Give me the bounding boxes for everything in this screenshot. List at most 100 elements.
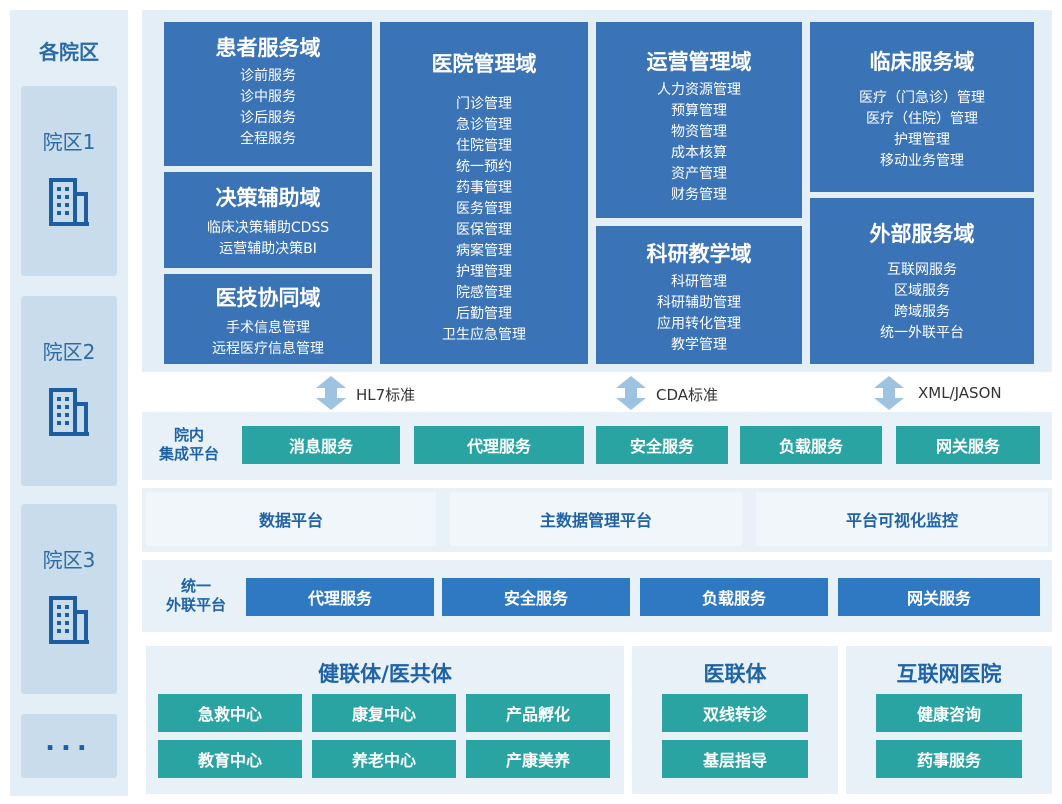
standard-label: CDA标准 <box>656 386 719 404</box>
panel-title: 医联体 <box>703 662 767 686</box>
domain-title: 患者服务域 <box>215 36 321 60</box>
domain-item: 区域服务 <box>894 283 950 299</box>
domain-item: 护理管理 <box>456 264 512 280</box>
rehab-center-button[interactable]: 康复中心 <box>312 694 456 732</box>
label-line: 外联平台 <box>165 596 226 614</box>
domain-item: 成本核算 <box>671 145 727 161</box>
domain-item: 医疗（住院）管理 <box>866 111 978 127</box>
domain-item: 跨域服务 <box>894 304 950 320</box>
emergency-center-button[interactable]: 急救中心 <box>158 694 302 732</box>
domain-item: 护理管理 <box>894 132 950 148</box>
panel-title: 健联体/医共体 <box>318 662 452 686</box>
building-icon <box>49 178 89 226</box>
operation-management-domain[interactable]: 运营管理域 人力资源管理 预算管理 物资管理 成本核算 资产管理 财务管理 <box>596 22 802 218</box>
domain-item: 临床决策辅助CDSS <box>206 220 330 236</box>
domain-title: 医技协同域 <box>215 286 321 310</box>
domain-item-list: 门诊管理 急诊管理 住院管理 统一预约 药事管理 医务管理 医保管理 病案管理 … <box>442 94 526 346</box>
domain-item: 手术信息管理 <box>226 320 310 336</box>
maternal-care-button[interactable]: 产康美养 <box>466 740 610 778</box>
decision-support-domain[interactable]: 决策辅助域 临床决策辅助CDSS 运营辅助决策BI <box>164 172 372 268</box>
domain-item: 诊前服务 <box>240 68 296 84</box>
master-data-platform-box[interactable]: 主数据管理平台 <box>450 492 742 546</box>
domain-item: 应用转化管理 <box>657 316 741 332</box>
domain-item: 医疗（门急诊）管理 <box>859 90 985 106</box>
domain-item: 运营辅助决策BI <box>219 241 317 257</box>
domain-item: 急诊管理 <box>456 117 512 133</box>
security-service-button[interactable]: 安全服务 <box>596 426 728 464</box>
domain-title: 外部服务域 <box>869 222 975 246</box>
integration-platform-label: 院内 集成平台 <box>150 426 228 464</box>
ext-proxy-service-button[interactable]: 代理服务 <box>246 578 434 616</box>
clinical-service-domain[interactable]: 临床服务域 医疗（门急诊）管理 医疗（住院）管理 护理管理 移动业务管理 <box>810 22 1034 192</box>
domain-item: 教学管理 <box>671 337 727 353</box>
more-dots: ... <box>45 727 93 757</box>
primary-guidance-button[interactable]: 基层指导 <box>662 740 808 778</box>
domain-title: 临床服务域 <box>869 50 975 74</box>
domain-item: 预算管理 <box>671 103 727 119</box>
campus-card-2[interactable]: 院区2 <box>21 296 117 486</box>
label-line: 院内 <box>173 426 204 444</box>
ext-gateway-service-button[interactable]: 网关服务 <box>838 578 1040 616</box>
domain-title: 运营管理域 <box>646 50 752 74</box>
domain-item-list: 人力资源管理 预算管理 物资管理 成本核算 资产管理 财务管理 <box>657 80 741 206</box>
campus-label: 院区2 <box>42 340 96 364</box>
campus-column-title: 各院区 <box>39 40 99 64</box>
standard-label: XML/JASON <box>918 384 1002 402</box>
message-service-button[interactable]: 消息服务 <box>242 426 400 464</box>
domain-item: 诊后服务 <box>240 110 296 126</box>
domain-item: 统一外联平台 <box>880 325 964 341</box>
hospital-management-domain[interactable]: 医院管理域 门诊管理 急诊管理 住院管理 统一预约 药事管理 医务管理 医保管理… <box>380 22 588 364</box>
domain-item: 全程服务 <box>240 131 296 147</box>
ext-security-service-button[interactable]: 安全服务 <box>442 578 630 616</box>
domain-item-list: 诊前服务 诊中服务 诊后服务 全程服务 <box>240 66 296 150</box>
monitoring-platform-box[interactable]: 平台可视化监控 <box>756 492 1048 546</box>
external-service-domain[interactable]: 外部服务域 互联网服务 区域服务 跨域服务 统一外联平台 <box>810 198 1034 364</box>
domain-title: 医院管理域 <box>431 52 537 76</box>
referral-button[interactable]: 双线转诊 <box>662 694 808 732</box>
research-teaching-domain[interactable]: 科研教学域 科研管理 科研辅助管理 应用转化管理 教学管理 <box>596 226 802 364</box>
elderly-center-button[interactable]: 养老中心 <box>312 740 456 778</box>
standard-label: HL7标准 <box>356 386 416 404</box>
ext-load-service-button[interactable]: 负载服务 <box>640 578 828 616</box>
gateway-service-button[interactable]: 网关服务 <box>896 426 1040 464</box>
domain-title: 决策辅助域 <box>215 186 321 210</box>
domain-item-list: 手术信息管理 远程医疗信息管理 <box>212 318 324 360</box>
domain-item: 诊中服务 <box>240 89 296 105</box>
domain-item: 后勤管理 <box>456 306 512 322</box>
campus-label: 院区3 <box>42 548 96 572</box>
label-line: 统一 <box>180 577 211 595</box>
load-service-button[interactable]: 负载服务 <box>740 426 882 464</box>
education-center-button[interactable]: 教育中心 <box>158 740 302 778</box>
domain-item: 药事管理 <box>456 180 512 196</box>
pharmacy-service-button[interactable]: 药事服务 <box>876 740 1022 778</box>
building-icon <box>49 596 89 644</box>
domain-item-list: 科研管理 科研辅助管理 应用转化管理 教学管理 <box>657 272 741 356</box>
bidirectional-arrow-icon <box>874 376 904 410</box>
domain-item: 财务管理 <box>671 187 727 203</box>
external-platform-label: 统一 外联平台 <box>154 577 238 615</box>
domain-title: 科研教学域 <box>646 242 752 266</box>
proxy-service-button[interactable]: 代理服务 <box>414 426 584 464</box>
domain-item: 科研辅助管理 <box>657 295 741 311</box>
domain-item: 门诊管理 <box>456 96 512 112</box>
panel-title: 互联网医院 <box>896 662 1002 686</box>
data-platform-box[interactable]: 数据平台 <box>146 492 436 546</box>
domain-item: 移动业务管理 <box>880 153 964 169</box>
campus-column: 各院区 院区1 院区2 <box>10 10 128 796</box>
building-icon <box>49 388 89 436</box>
patient-service-domain[interactable]: 患者服务域 诊前服务 诊中服务 诊后服务 全程服务 <box>164 22 372 166</box>
campus-card-1[interactable]: 院区1 <box>21 86 117 276</box>
domain-item: 统一预约 <box>456 159 512 175</box>
domain-item: 医务管理 <box>456 201 512 217</box>
domain-item: 住院管理 <box>456 138 512 154</box>
health-consult-button[interactable]: 健康咨询 <box>876 694 1022 732</box>
domain-item: 互联网服务 <box>887 262 957 278</box>
campus-card-3[interactable]: 院区3 <box>21 504 117 694</box>
domain-item: 科研管理 <box>671 274 727 290</box>
product-incubation-button[interactable]: 产品孵化 <box>466 694 610 732</box>
campus-label: 院区1 <box>42 130 96 154</box>
medtech-collab-domain[interactable]: 医技协同域 手术信息管理 远程医疗信息管理 <box>164 274 372 364</box>
domain-item: 卫生应急管理 <box>442 327 526 343</box>
campus-more-card[interactable]: ... <box>21 714 117 778</box>
domain-item: 远程医疗信息管理 <box>212 341 324 357</box>
